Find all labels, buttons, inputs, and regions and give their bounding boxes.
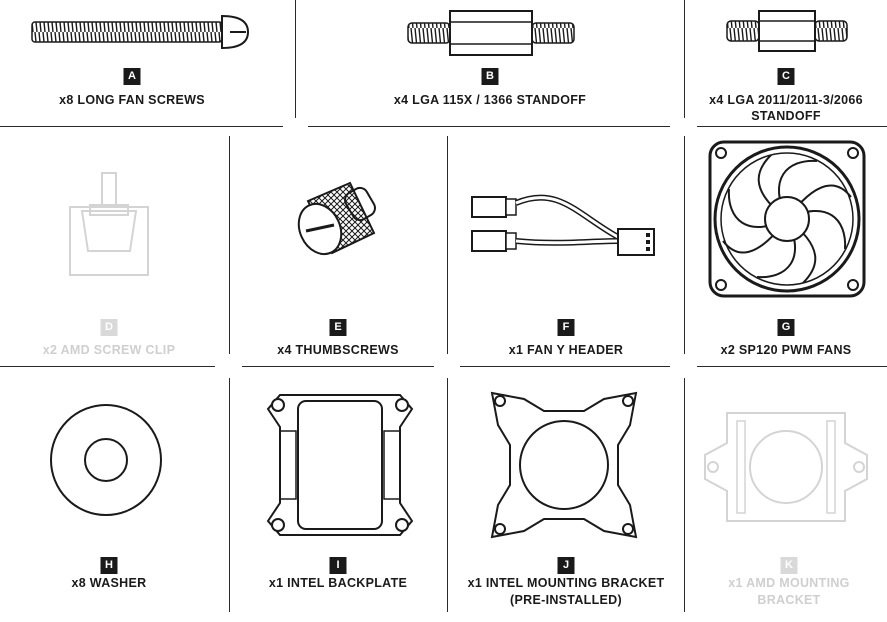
divider [308,126,670,127]
item-letter-badge: C [777,68,795,85]
item-caption: BRACKET [757,593,821,607]
item-j: J x1 INTEL MOUNTING BRACKET (PRE-INSTALL… [448,367,684,622]
divider [684,136,685,354]
item-caption: x1 INTEL BACKPLATE [268,576,408,590]
divider [0,126,283,127]
divider [684,0,685,118]
divider [295,0,296,118]
item-c: C x4 LGA 2011/2011-3/2066 STANDOFF [685,0,887,125]
divider [684,378,685,612]
amd-bracket-icon [704,412,868,522]
item-letter-badge: K [780,557,798,574]
item-f: F x1 FAN Y HEADER [448,127,684,366]
item-b: B x4 LGA 115X / 1366 STANDOFF [296,0,684,120]
item-letter-badge: I [329,557,347,574]
item-caption: x1 INTEL MOUNTING BRACKET [467,576,665,590]
divider [242,366,434,367]
item-caption: x4 LGA 115X / 1366 STANDOFF [393,93,587,107]
item-caption: x8 LONG FAN SCREWS [59,93,205,107]
item-e: E x4 THUMBSCREWS [230,127,447,366]
item-letter-badge: F [557,319,575,336]
divider [460,366,670,367]
divider [229,136,230,354]
fan-icon [708,140,866,298]
item-g: G x2 SP120 PWM FANS [685,127,887,366]
item-caption: x1 AMD MOUNTING [728,576,850,590]
item-caption: x4 THUMBSCREWS [277,343,399,357]
divider [0,366,215,367]
item-letter-badge: D [100,319,118,336]
item-caption: x8 WASHER [71,576,147,590]
long-screw-icon [31,14,250,50]
item-caption: x2 AMD SCREW CLIP [42,343,176,357]
item-caption: (PRE-INSTALLED) [510,593,622,607]
item-caption: STANDOFF [751,109,821,123]
item-caption: x1 FAN Y HEADER [508,343,624,357]
item-k: K x1 AMD MOUNTING BRACKET [685,367,887,622]
item-h: H x8 WASHER [0,367,229,622]
standoff-icon [726,10,848,52]
item-letter-badge: J [557,557,575,574]
divider [447,378,448,612]
divider [447,136,448,354]
item-caption: x4 LGA 2011/2011-3/2066 [709,93,863,107]
item-d: D x2 AMD SCREW CLIP [0,127,229,366]
divider [697,366,887,367]
divider [229,378,230,612]
item-caption: x2 SP120 PWM FANS [720,343,852,357]
screw-clip-icon [69,172,149,276]
thumbscrew-icon [297,181,376,256]
item-letter-badge: E [329,319,347,336]
divider [697,126,887,127]
item-letter-badge: H [100,557,118,574]
washer-icon [50,404,162,516]
mounting-bracket-icon [490,391,638,539]
item-letter-badge: B [481,68,499,85]
item-a: A x8 LONG FAN SCREWS [0,0,295,120]
item-i: I x1 INTEL BACKPLATE [230,367,447,622]
fan-y-cable-icon [471,194,655,256]
standoff-icon [407,10,575,56]
item-letter-badge: G [777,319,795,336]
backplate-icon [266,394,414,536]
item-letter-badge: A [123,68,141,85]
